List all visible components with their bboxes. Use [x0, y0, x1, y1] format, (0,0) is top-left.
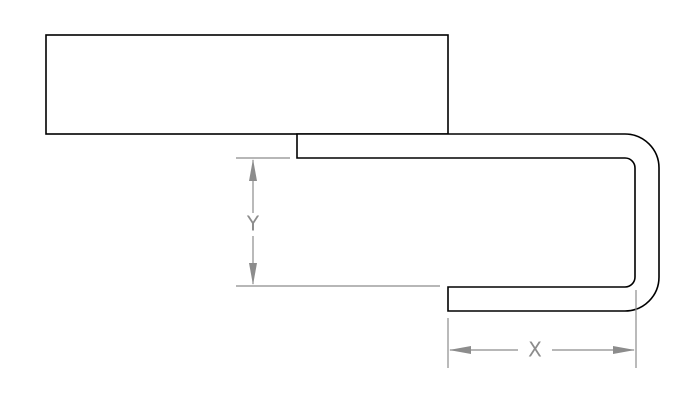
top-block — [45, 34, 449, 135]
y-arrow-down — [249, 263, 257, 285]
y-dimension-label: Y — [246, 212, 260, 236]
hook-part — [296, 133, 660, 312]
x-dimension-label: X — [528, 338, 542, 362]
x-arrow-left — [449, 346, 471, 354]
x-arrow-right — [613, 346, 635, 354]
y-arrow-up — [249, 159, 257, 181]
